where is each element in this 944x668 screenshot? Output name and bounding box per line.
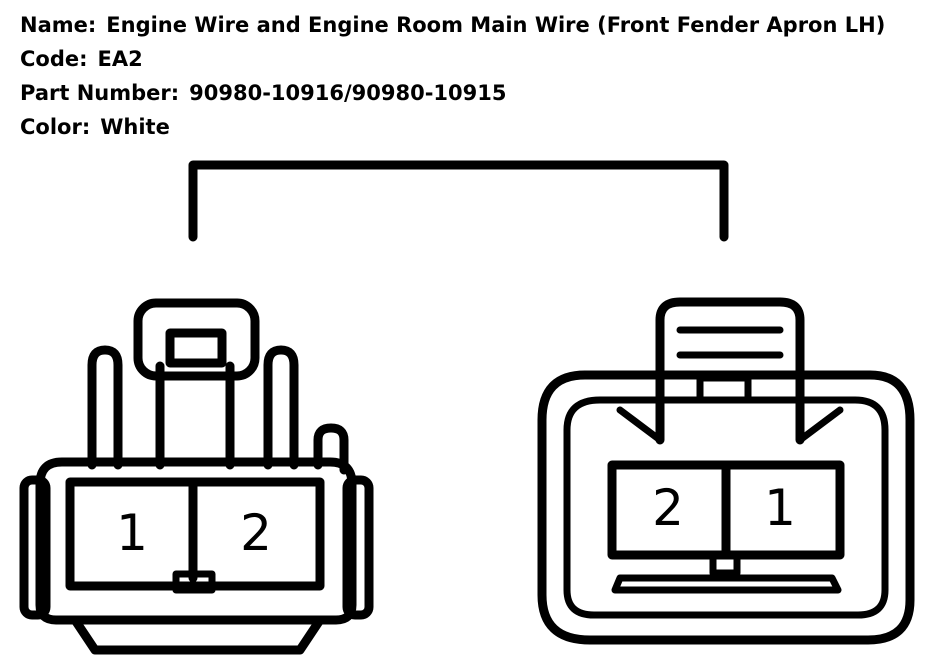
part-number-value: 90980-10916/90980-10915 xyxy=(189,81,507,105)
part-number-label: Part Number: xyxy=(20,81,180,105)
left-lock-tab xyxy=(133,298,260,381)
left-key xyxy=(172,570,216,594)
connector-info: Name: Engine Wire and Engine Room Main Wi… xyxy=(20,8,885,144)
right-pin-1-label: 1 xyxy=(764,479,796,537)
right-connector-shell xyxy=(537,370,915,645)
right-lock-line-left xyxy=(616,406,664,444)
name-value: Engine Wire and Engine Room Main Wire (F… xyxy=(106,13,886,37)
left-bottom-skirt xyxy=(70,615,325,655)
left-lock-neck xyxy=(155,361,235,470)
mating-bracket xyxy=(188,160,729,242)
left-side-latch-left xyxy=(19,475,51,620)
connector-right: 2 1 xyxy=(537,297,915,645)
part-number-line: Part Number: 90980-10916/90980-10915 xyxy=(20,76,885,110)
color-label: Color: xyxy=(20,115,91,139)
code-value: EA2 xyxy=(97,47,143,71)
right-bottom-rail xyxy=(611,574,842,594)
left-connector-body xyxy=(35,457,357,625)
left-pin-2-label: 2 xyxy=(240,504,272,562)
right-connector-inner-shell xyxy=(563,396,889,619)
left-lock-tab-inner xyxy=(165,328,227,368)
name-label: Name: xyxy=(20,13,97,37)
color-value: White xyxy=(100,115,170,139)
connector-left: 1 2 xyxy=(19,298,374,655)
left-side-latch-right xyxy=(342,475,374,620)
code-line: Code: EA2 xyxy=(20,42,885,76)
name-line: Name: Engine Wire and Engine Room Main Wi… xyxy=(20,8,885,42)
left-lock-finger-1 xyxy=(87,345,123,470)
code-label: Code: xyxy=(20,47,88,71)
left-lock-finger-3 xyxy=(313,423,349,475)
right-lock-housing xyxy=(655,297,805,445)
right-lock-line-right xyxy=(796,406,844,444)
left-pin-1-label: 1 xyxy=(116,504,148,562)
right-key xyxy=(709,551,741,577)
left-lock-finger-2 xyxy=(263,345,299,470)
color-line: Color: White xyxy=(20,110,885,144)
right-pin-2-label: 2 xyxy=(652,479,684,537)
right-lock-tab xyxy=(696,374,752,404)
